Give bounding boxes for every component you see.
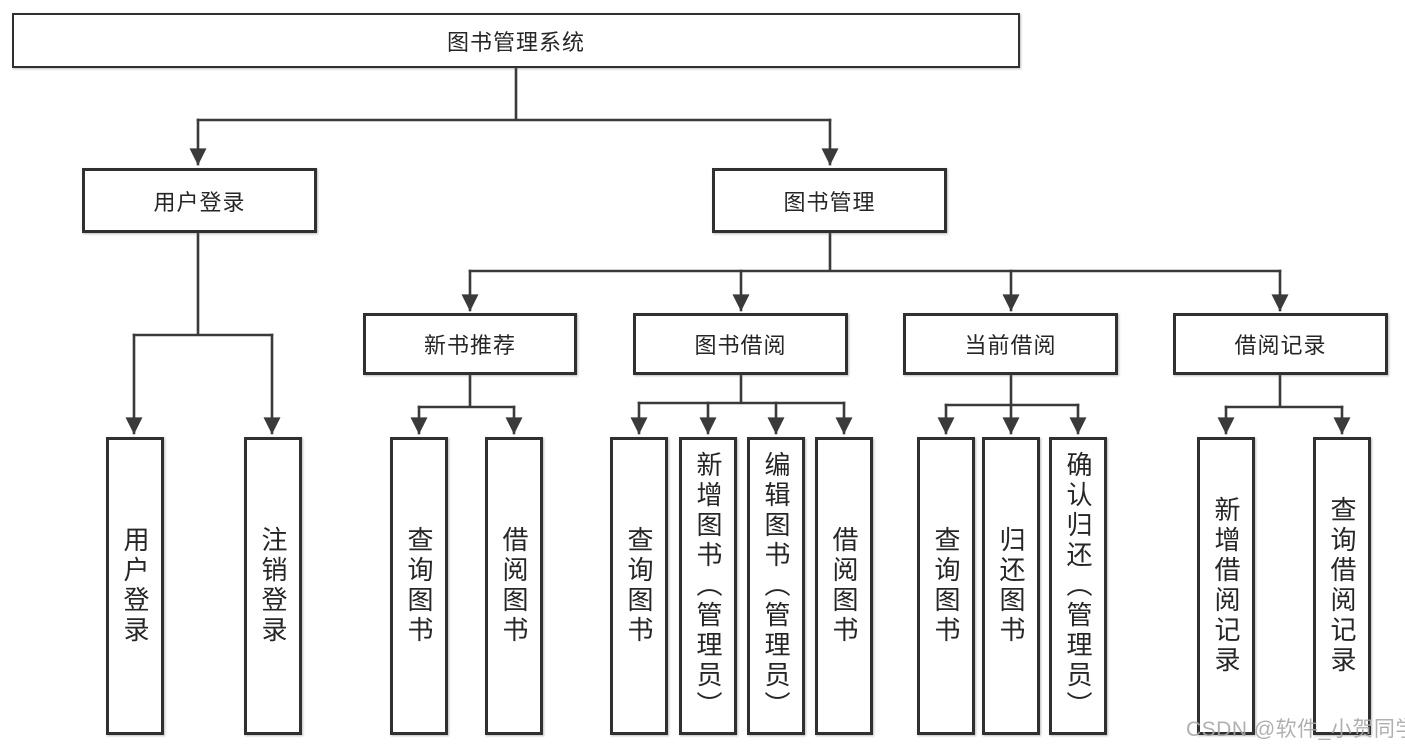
node-borrowing-records: 借阅记录 [1173,313,1388,375]
leaf-query-borrow-record: 查询借阅记录 [1313,437,1371,735]
leaf-confirm-return-admin: 确认归还（管理员） [1049,437,1107,735]
leaf-user-login: 用户登录 [106,437,164,735]
node-new-book-recommend: 新书推荐 [363,313,577,375]
node-book-borrowing: 图书借阅 [633,313,848,375]
node-user-login: 用户登录 [82,168,317,233]
leaf-borrow-books-borrowing: 借阅图书 [815,437,873,735]
leaf-logout: 注销登录 [244,437,302,735]
leaf-query-books-borrowing: 查询图书 [610,437,668,735]
leaf-borrow-books-recommend: 借阅图书 [485,437,543,735]
node-book-management: 图书管理 [712,168,947,233]
leaf-query-books-current: 查询图书 [917,437,975,735]
leaf-query-books-recommend: 查询图书 [390,437,448,735]
leaf-edit-books-admin: 编辑图书（管理员） [747,437,805,735]
node-current-borrowing: 当前借阅 [903,313,1118,375]
leaf-return-books: 归还图书 [982,437,1040,735]
leaf-add-books-admin: 新增图书（管理员） [679,437,737,735]
node-root-system: 图书管理系统 [12,13,1020,68]
csdn-watermark: CSDN @软件_小贺同学 [1186,718,1405,741]
leaf-add-borrow-record: 新增借阅记录 [1197,437,1255,735]
